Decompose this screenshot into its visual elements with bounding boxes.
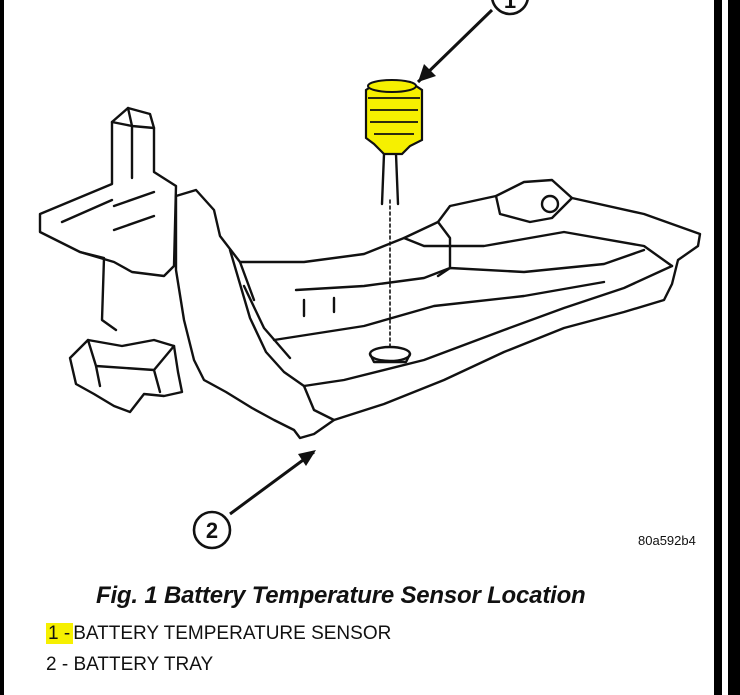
battery-tray-diagram: 1 2 <box>38 0 702 550</box>
sensor-socket <box>368 345 412 363</box>
figure-code: 80a592b4 <box>638 533 696 548</box>
svg-text:1: 1 <box>504 0 516 13</box>
document-page: 1 2 80a592b4 Fig. 1 Battery Temperature … <box>4 0 714 695</box>
callout-1: 1 <box>416 0 529 84</box>
right-frame-border <box>714 0 740 695</box>
legend-item-2: 2 - BATTERY TRAY <box>46 654 213 676</box>
right-frame-strip <box>722 0 728 695</box>
legend-number-2: 2 - <box>46 654 69 675</box>
figure-caption: Fig. 1 Battery Temperature Sensor Locati… <box>96 582 586 609</box>
svg-text:2: 2 <box>206 518 218 543</box>
legend-label-1: BATTERY TEMPERATURE SENSOR <box>73 623 392 644</box>
legend-number-1: 1 - <box>46 623 74 644</box>
legend-item-1: 1 -BATTERY TEMPERATURE SENSOR <box>46 623 391 645</box>
tray-left-foot <box>68 338 184 414</box>
battery-temperature-sensor <box>364 79 424 156</box>
tray-outer-wall <box>174 178 702 440</box>
callout-2: 2 <box>192 450 316 550</box>
tray-floor <box>228 248 674 388</box>
tray-left-bracket <box>38 106 178 278</box>
legend-label-2: BATTERY TRAY <box>73 654 214 675</box>
